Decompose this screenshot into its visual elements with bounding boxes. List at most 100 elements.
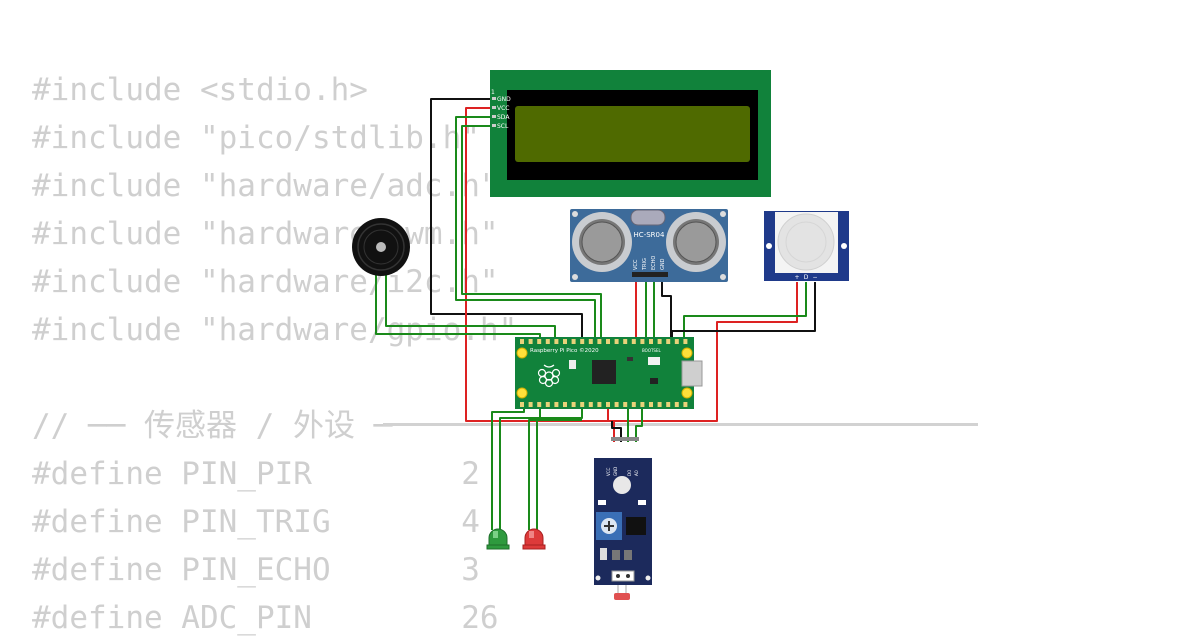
ldr-module[interactable]: VCC GND DO AO [594, 437, 652, 600]
ultrasonic-sensor[interactable]: HC-SR04 VCC TRIG ECHO GND [570, 209, 728, 282]
pico-pin [537, 402, 542, 407]
pico-pin [657, 339, 662, 344]
pico-pin [649, 402, 653, 407]
pico-pin [606, 402, 610, 407]
ldr-pin-label: VCC [606, 467, 611, 476]
pir-pin-label: D [804, 274, 809, 281]
pico-pin-row-top [520, 339, 688, 344]
pico-pin-row-bottom [520, 402, 688, 407]
wire-ldr-gnd[interactable] [611, 421, 622, 442]
code-line: #define PIN_PIR 2 [32, 456, 480, 492]
pico-pin [588, 339, 593, 344]
pico-pin [649, 339, 653, 344]
wire-led-green-1[interactable] [491, 406, 525, 530]
wire-pir-gnd[interactable] [671, 282, 816, 340]
wire-led-green-2[interactable] [499, 406, 583, 530]
ultrasonic-label: HC-SR04 [634, 231, 665, 239]
pico-pin [631, 402, 636, 407]
pico-pin [528, 339, 533, 344]
wire-led-red-2[interactable] [536, 419, 582, 530]
ldr-pin-label: AO [634, 470, 639, 476]
us-pin-label: VCC [633, 259, 639, 270]
raspberry-logo-icon [537, 364, 561, 388]
pir-pin-label: − [812, 274, 817, 281]
lcd-pin-label: 1 [491, 89, 495, 96]
code-line: #define PIN_TRIG 4 [32, 504, 480, 540]
pico-pin [674, 339, 679, 344]
pico-pin [520, 339, 524, 344]
code-line: #include "hardware/adc.h" [32, 168, 499, 204]
wire-ldr-ao[interactable] [635, 406, 643, 442]
wire-lcd-scl[interactable] [461, 125, 602, 340]
lcd-pin-labels: 1 GND VCC SDA SCL [491, 89, 511, 130]
pico-pin [554, 402, 559, 407]
lcd-display[interactable]: 1 GND VCC SDA SCL [490, 70, 771, 197]
pico-pin [554, 339, 559, 344]
pico-pin [520, 402, 524, 407]
pico-pin [528, 402, 533, 407]
code-line: #define PIN_ECHO 3 [32, 552, 480, 588]
pico-pin [537, 339, 542, 344]
pico-pin [580, 339, 585, 344]
pico-pin [657, 402, 662, 407]
wire-buzzer-1[interactable] [375, 268, 541, 340]
pico-pin [683, 339, 688, 344]
wires [375, 98, 816, 530]
led-red[interactable] [522, 528, 546, 550]
lcd-pin-label: VCC [497, 105, 509, 112]
lcd-pin-label: SCL [497, 123, 509, 130]
pico-pin [683, 402, 688, 407]
pico-pin [666, 339, 671, 344]
pico-pin [623, 339, 628, 344]
us-pin-label: GND [660, 258, 666, 270]
pico-pin [640, 339, 645, 344]
comment-divider [383, 423, 978, 426]
wire-buzzer-2[interactable] [385, 268, 556, 340]
ldr-pin-label: DO [627, 470, 632, 476]
code-line: #include "pico/stdlib.h" [32, 120, 480, 156]
pico-pin [597, 339, 602, 344]
pico-pin [588, 402, 593, 407]
pico-pin [563, 402, 567, 407]
wire-lcd-vcc[interactable] [465, 107, 609, 422]
wire-pir-vcc[interactable] [608, 282, 798, 422]
raspberry-pi-pico[interactable]: Raspberry Pi Pico ©2020 BOOTSEL [515, 337, 703, 409]
pico-pin [623, 402, 628, 407]
pico-pin [640, 402, 645, 407]
pir-pin-label: + [794, 274, 799, 281]
code-line: #include "hardware/gpio.h" [32, 312, 518, 348]
wire-us-gnd[interactable] [661, 274, 672, 340]
lcd-pin-label: SDA [497, 114, 510, 121]
pico-pin [606, 339, 610, 344]
us-pin-label: TRIG [642, 258, 648, 271]
wire-lcd-gnd[interactable] [430, 98, 583, 340]
led-green[interactable] [486, 528, 510, 550]
code-line: #include "hardware/pwm.h" [32, 216, 499, 252]
pico-pin [674, 402, 679, 407]
pico-label: Raspberry Pi Pico ©2020 [530, 347, 599, 354]
pico-pin [580, 402, 585, 407]
pico-pin [571, 339, 576, 344]
pico-pin [563, 339, 567, 344]
pico-pin [545, 339, 550, 344]
buzzer[interactable] [352, 218, 410, 276]
wire-pir-out[interactable] [683, 282, 807, 340]
code-comment-line: // ── 传感器 / 外设 ─ [32, 408, 393, 444]
lcd-pin-label: GND [497, 96, 511, 103]
code-line: #include <stdio.h> [32, 72, 368, 108]
pico-pin [614, 339, 619, 344]
wire-lcd-sda[interactable] [455, 116, 596, 340]
us-pin-label: ECHO [651, 256, 657, 270]
pir-sensor[interactable]: + D − [764, 211, 849, 281]
pico-pin [614, 402, 619, 407]
bootsel-label: BOOTSEL [642, 348, 661, 353]
code-line: #include "hardware/i2c.h" [32, 264, 499, 300]
pico-pin [631, 339, 636, 344]
wire-led-red-1[interactable] [528, 406, 541, 530]
ldr-pin-label: GND [613, 467, 618, 476]
pico-pin [666, 402, 671, 407]
pico-pin [545, 402, 550, 407]
pico-pin [571, 402, 576, 407]
code-background: #include <stdio.h> #include "pico/stdlib.… [32, 66, 517, 642]
